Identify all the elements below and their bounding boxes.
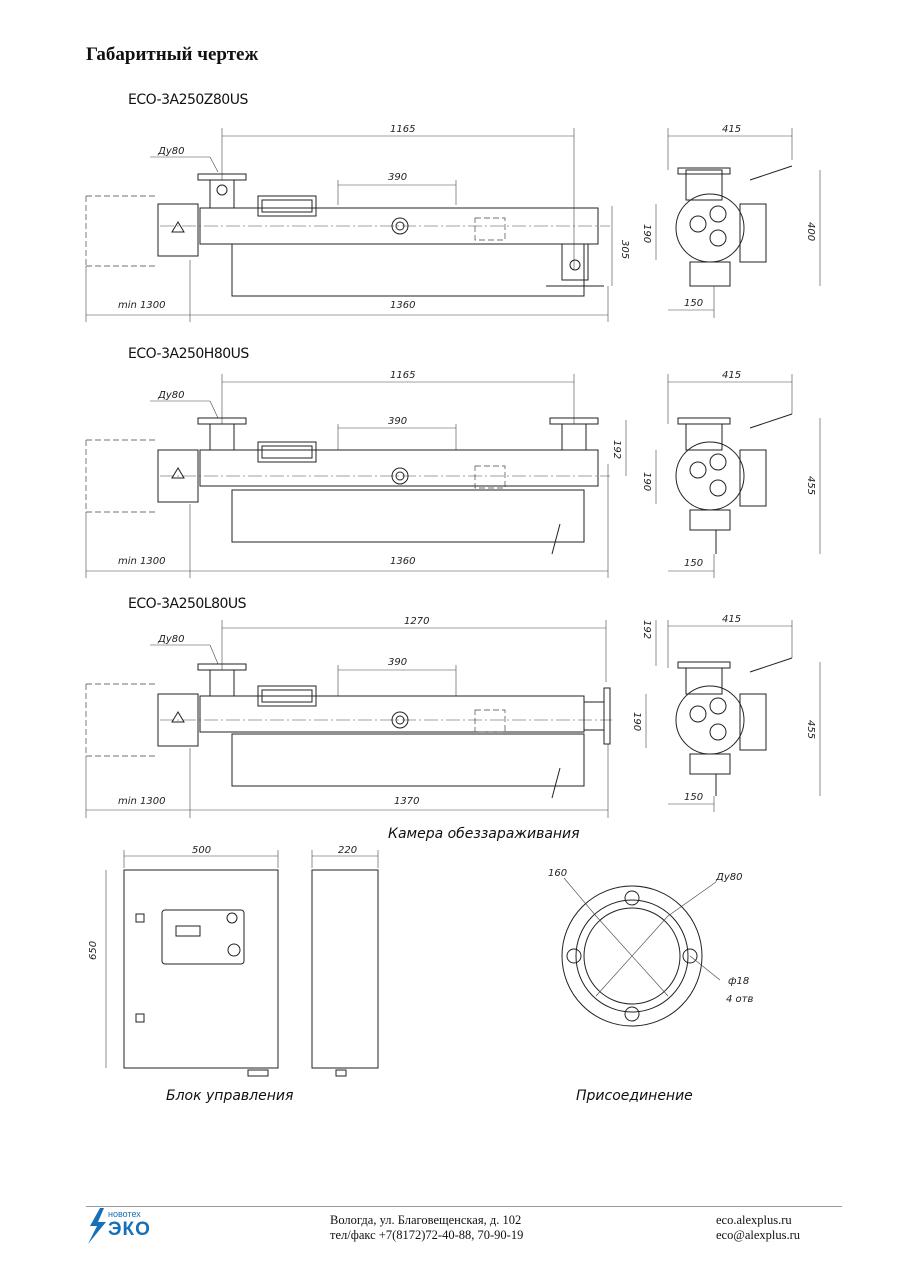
svg-text:415: 415: [722, 124, 741, 135]
svg-text:390: 390: [388, 657, 407, 668]
svg-text:4 отв: 4 отв: [726, 994, 753, 1005]
svg-text:390: 390: [388, 172, 407, 183]
footer-contacts: eco.alexplus.ru eco@alexplus.ru: [716, 1213, 800, 1243]
drawing-control-box: 500 220 650: [88, 845, 379, 1077]
svg-text:192: 192: [611, 440, 622, 459]
footer-email: eco@alexplus.ru: [716, 1228, 801, 1242]
svg-text:390: 390: [388, 416, 407, 427]
drawing-connection: 160 Ду80 ф18 4 отв: [548, 868, 753, 1027]
svg-text:Ду80: Ду80: [715, 872, 742, 883]
svg-text:1370: 1370: [394, 796, 419, 807]
svg-text:1360: 1360: [390, 556, 415, 567]
svg-text:500: 500: [192, 845, 211, 856]
svg-text:min 1300: min 1300: [118, 796, 166, 807]
model-title-1: ECO-3A250Z80US: [128, 92, 248, 108]
footer-address: Вологда, ул. Благовещенская, д. 102 тел/…: [330, 1213, 524, 1242]
svg-text:192: 192: [641, 620, 652, 639]
svg-text:415: 415: [722, 370, 741, 381]
dim-total: 1165: [390, 124, 415, 135]
svg-text:min 1300: min 1300: [118, 300, 166, 311]
svg-text:Ду80: Ду80: [157, 634, 184, 645]
svg-text:190: 190: [641, 224, 652, 243]
footer-website: eco.alexplus.ru: [716, 1213, 792, 1227]
chamber-caption: Камера обеззараживания: [388, 826, 580, 842]
svg-text:305: 305: [619, 240, 630, 259]
svg-text:Ду80: Ду80: [157, 390, 184, 401]
svg-text:150: 150: [684, 792, 703, 803]
svg-text:455: 455: [805, 476, 816, 495]
lightning-icon: [88, 1208, 106, 1244]
drawing-model-1: 1165 Ду80 390 min 1300 1360 305 415 190 …: [85, 124, 821, 322]
svg-text:150: 150: [684, 298, 703, 309]
svg-text:415: 415: [722, 614, 741, 625]
dim-dn: Ду80: [157, 146, 184, 157]
control-box-caption: Блок управления: [166, 1088, 294, 1104]
svg-text:160: 160: [548, 868, 567, 879]
svg-text:400: 400: [805, 222, 816, 241]
model-title-2: ECO-3A250H80US: [128, 346, 249, 362]
svg-text:150: 150: [684, 558, 703, 569]
svg-text:190: 190: [631, 712, 642, 731]
svg-text:min 1300: min 1300: [118, 556, 166, 567]
svg-text:190: 190: [641, 472, 652, 491]
svg-text:1360: 1360: [390, 300, 415, 311]
svg-text:ф18: ф18: [728, 976, 749, 987]
drawing-model-3: 1270 Ду80 390 min 1300 1370 192 415 190 …: [85, 614, 821, 818]
company-logo: новотех ЭКО: [86, 1208, 166, 1248]
page-title: Габаритный чертеж: [86, 44, 259, 65]
svg-text:220: 220: [338, 845, 357, 856]
svg-text:1270: 1270: [404, 616, 429, 627]
svg-text:455: 455: [805, 720, 816, 739]
connection-caption: Присоединение: [576, 1088, 693, 1104]
model-title-3: ECO-3A250L80US: [128, 596, 247, 612]
svg-text:1165: 1165: [390, 370, 415, 381]
drawing-model-2: 1165 Ду80 390 min 1300 1360 192 415 190 …: [85, 370, 821, 578]
svg-text:650: 650: [88, 941, 99, 960]
footer-divider: [86, 1206, 842, 1207]
